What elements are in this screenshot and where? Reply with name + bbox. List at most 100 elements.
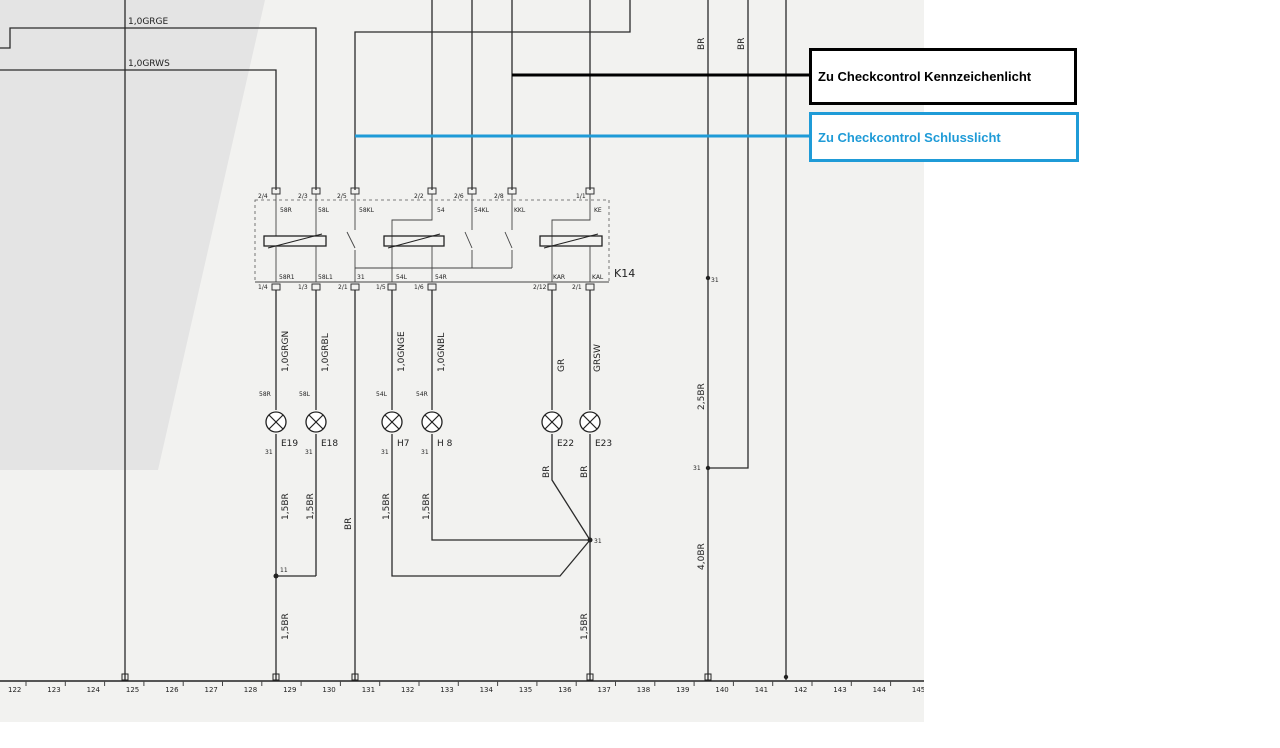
pin-top-2: 2/3: [298, 193, 308, 200]
column-number: 133: [440, 686, 453, 694]
lamp-sig-h8: 54R: [416, 391, 428, 398]
sig-top-3: 58KL: [359, 207, 375, 214]
node-label-140-b: 31: [693, 465, 701, 472]
lamp-id-e19: E19: [281, 439, 298, 449]
pin-bottom-6: 2/12: [533, 284, 547, 291]
sig-bottom-7: KAL: [592, 274, 604, 281]
wire-131-top: [354, 0, 631, 190]
wire-label-137-low: 1,5BR: [580, 613, 590, 640]
sig-top-5: 54KL: [474, 207, 490, 214]
sig-top-4: 54: [437, 207, 445, 214]
node-140-a: [705, 275, 711, 281]
pin-bottom-1: 1/4: [258, 284, 268, 291]
sig-bottom-3: 31: [357, 274, 365, 281]
lamp-id-e22: E22: [557, 439, 574, 449]
wire-label-131: BR: [344, 518, 354, 530]
node-label-137: 31: [594, 538, 602, 545]
sig-bottom-1: 58R1: [279, 274, 295, 281]
sig-bottom-5: 54R: [435, 274, 447, 281]
column-number: 122: [8, 686, 21, 694]
pin-top-6: 2/8: [494, 193, 504, 200]
column-number: 134: [480, 686, 494, 694]
pin-bottom-5: 1/6: [414, 284, 424, 291]
node-129: [273, 573, 279, 579]
lamp-sig-h7: 54L: [376, 391, 388, 398]
column-number: 135: [519, 686, 532, 694]
lamp-e23: [579, 411, 601, 433]
pin-top-7: 1/1: [576, 193, 586, 200]
lamp-feed-wires: [275, 290, 591, 410]
node-137: [587, 537, 593, 543]
column-number: 143: [833, 686, 846, 694]
gnd-label-h8: 31: [421, 449, 429, 456]
wire-label-140-low: 4,0BR: [697, 543, 707, 570]
column-number: 131: [362, 686, 375, 694]
column-number: 145: [912, 686, 924, 694]
wire-141: [708, 0, 749, 469]
wire-label-132: 1,0GNGE: [397, 331, 407, 372]
wire-label-136-mid: BR: [542, 466, 552, 478]
column-number: 140: [715, 686, 728, 694]
wire-label-grws: 1,0GRWS: [128, 59, 170, 69]
wire-label-140-mid: 2,5BR: [697, 383, 707, 410]
pin-bottom-2: 1/3: [298, 284, 308, 291]
wire-label-136: GR: [557, 359, 567, 372]
lamp-sig-e18: 58L: [299, 391, 311, 398]
column-number: 132: [401, 686, 414, 694]
column-number: 142: [794, 686, 807, 694]
column-number: 138: [637, 686, 650, 694]
column-number: 136: [558, 686, 572, 694]
wire-grws: [0, 69, 277, 190]
wire-label-132-mid: 1,5BR: [382, 493, 392, 520]
column-number: 124: [87, 686, 101, 694]
wire-label-140-top: BR: [697, 38, 707, 50]
wiring-diagram-sheet: 1,0GRGE 1,0GRWS BR BR K14 2/4 2/3 2/5 2/…: [0, 0, 924, 722]
column-number: 128: [244, 686, 257, 694]
callout-schlusslicht: Zu Checkcontrol Schlusslicht: [809, 112, 1079, 162]
pin-top-1: 2/4: [258, 193, 268, 200]
pin-top-3: 2/5: [337, 193, 347, 200]
lamp-e22: [541, 411, 563, 433]
wire-label-133-mid: 1,5BR: [422, 493, 432, 520]
node-label-129: 11: [280, 567, 288, 574]
shaded-area: [0, 0, 265, 470]
relay-top-pins: [271, 187, 595, 195]
sig-top-2: 58L: [318, 207, 330, 214]
column-number: 129: [283, 686, 296, 694]
wiring-diagram: 1,0GRGE 1,0GRWS BR BR K14 2/4 2/3 2/5 2/…: [0, 0, 924, 694]
gnd-label-e18: 31: [305, 449, 313, 456]
wire-label-130-mid: 1,5BR: [306, 493, 316, 520]
node-label-140-a: 31: [711, 277, 719, 284]
column-number: 130: [322, 686, 335, 694]
column-number: 137: [598, 686, 611, 694]
relay-internals: [255, 194, 609, 283]
wire-label-133: 1,0GNBL: [437, 333, 447, 372]
lamp-id-e18: E18: [321, 439, 338, 449]
lamp-sig-e19: 58R: [259, 391, 271, 398]
wire-label-137-mid: BR: [580, 466, 590, 478]
pin-bottom-4: 1/5: [376, 284, 386, 291]
column-number: 144: [873, 686, 887, 694]
lamp-e18: [305, 411, 327, 433]
column-number: 123: [47, 686, 60, 694]
sig-bottom-6: KAR: [553, 274, 565, 281]
column-number: 141: [755, 686, 768, 694]
pin-top-4: 2/2: [414, 193, 424, 200]
ground-markers: [121, 673, 789, 681]
gnd-label-e19: 31: [265, 449, 273, 456]
column-number: 127: [205, 686, 218, 694]
callout-kennzeichenlicht: Zu Checkcontrol Kennzeichenlicht: [809, 48, 1077, 105]
pin-bottom-7: 2/1: [572, 284, 582, 291]
lamp-h8: [421, 411, 443, 433]
column-number: 139: [676, 686, 689, 694]
wire-label-137: GRSW: [593, 344, 603, 372]
lamp-id-h8: H 8: [437, 439, 453, 449]
wire-grge: [0, 27, 317, 190]
wire-label-129-low: 1,5BR: [281, 613, 291, 640]
node-140-b: [705, 465, 711, 471]
sig-bottom-4: 54L: [396, 274, 408, 281]
wire-label-142-top: BR: [737, 38, 747, 50]
gnd-label-h7: 31: [381, 449, 389, 456]
lamp-e19: [265, 411, 287, 433]
